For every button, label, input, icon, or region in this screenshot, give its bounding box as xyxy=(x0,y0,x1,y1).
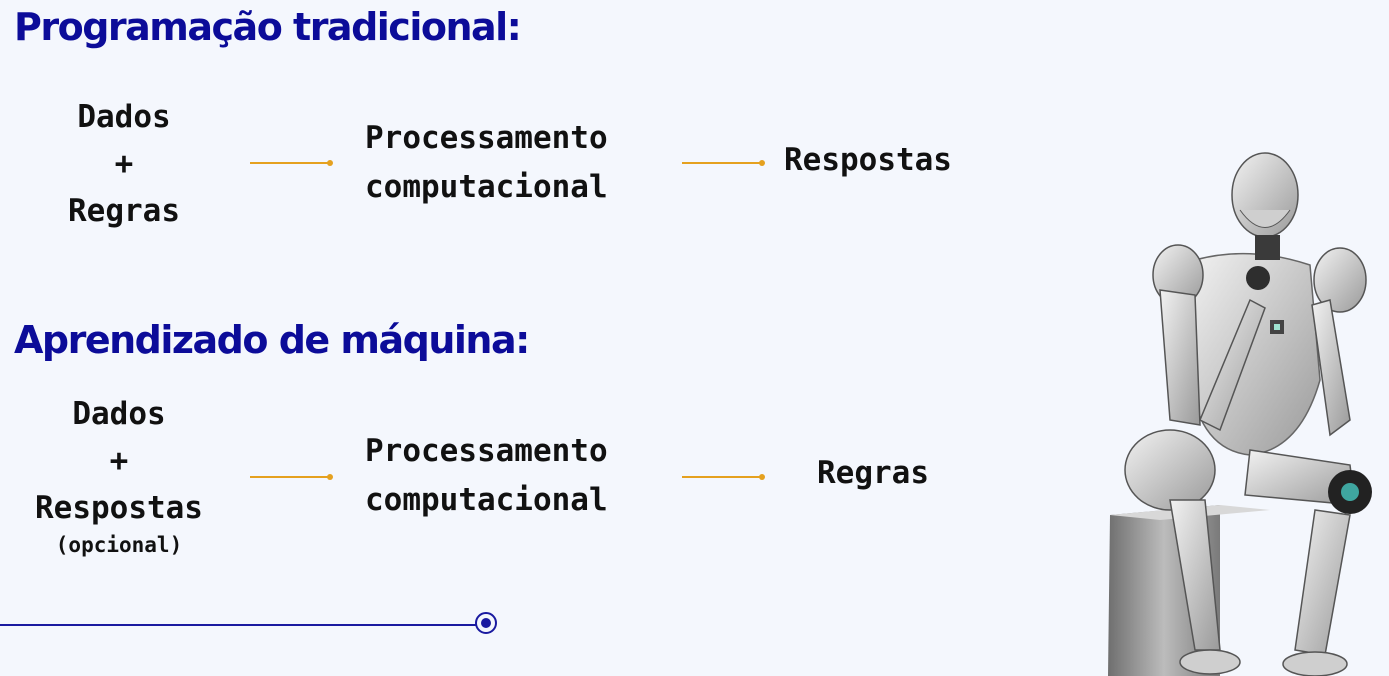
traditional-output: Respostas xyxy=(784,142,952,178)
input-dados: Dados xyxy=(72,396,166,432)
section-title-ml: Aprendizado de máquina: xyxy=(14,318,530,362)
timeline-line xyxy=(0,624,478,626)
thinking-robot-illustration xyxy=(1108,152,1372,676)
ml-output: Regras xyxy=(817,455,929,491)
section-title-traditional: Programação tradicional: xyxy=(14,5,522,49)
input-plus: + xyxy=(114,146,134,182)
input-dados: Dados xyxy=(77,99,171,135)
input-note: (opcional) xyxy=(55,533,183,557)
ml-process: Processamento computacional xyxy=(365,427,608,525)
traditional-process: Processamento computacional xyxy=(365,114,608,212)
input-regras: Regras xyxy=(68,193,180,229)
process-line-1: Processamento xyxy=(365,120,608,156)
process-line-2: computacional xyxy=(365,482,608,518)
process-line-1: Processamento xyxy=(365,433,608,469)
input-respostas: Respostas xyxy=(35,490,203,526)
arrow-icon xyxy=(250,474,333,480)
traditional-inputs: Dados + Regras xyxy=(54,94,194,235)
process-line-2: computacional xyxy=(365,169,608,205)
timeline-marker-icon xyxy=(475,612,497,634)
ml-inputs: Dados + Respostas (opcional) xyxy=(14,391,224,558)
arrow-icon xyxy=(682,474,765,480)
arrow-icon xyxy=(250,160,333,166)
input-plus: + xyxy=(109,443,129,479)
arrow-icon xyxy=(682,160,765,166)
